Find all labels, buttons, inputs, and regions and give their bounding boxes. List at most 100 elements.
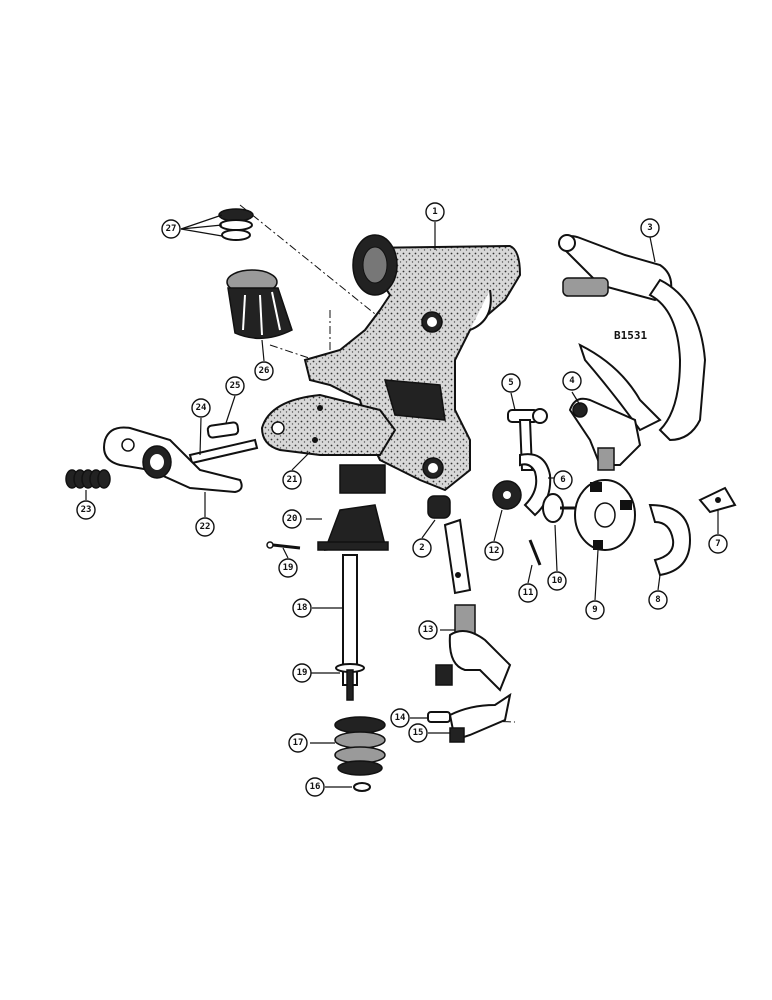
callout-circle [305, 777, 325, 797]
callout-16: 16 [305, 777, 325, 797]
leader-lines [85, 214, 719, 788]
callout-25: 25 [225, 376, 245, 396]
callout-label: 16 [310, 782, 321, 792]
callout-label: 19 [297, 668, 308, 678]
callout-label: 15 [413, 728, 424, 738]
callout-circle [408, 723, 428, 743]
coil-spring [65, 469, 111, 489]
star-wheel [492, 480, 522, 510]
callout-12: 12 [484, 541, 504, 561]
callout-15: 15 [408, 723, 428, 743]
callout-7: 7 [708, 534, 728, 554]
callout-9: 9 [585, 600, 605, 620]
callout-circle [292, 598, 312, 618]
callout-26: 26 [254, 361, 274, 381]
callout-label: 4 [569, 376, 575, 386]
callout-circle [585, 600, 605, 620]
callout-label: 7 [715, 539, 720, 549]
c-cam [648, 503, 692, 577]
callout-circle [708, 534, 728, 554]
small-clip [698, 486, 737, 514]
frame-block [339, 464, 386, 494]
callout-label: 14 [395, 713, 406, 723]
callout-circle [288, 733, 308, 753]
callout-circle [562, 371, 582, 391]
callout-label: 21 [287, 475, 298, 485]
lever-handle [558, 234, 707, 442]
callout-11: 11 [518, 583, 538, 603]
cone-base [317, 504, 389, 551]
notched-disc [574, 479, 636, 551]
bevel-gear [226, 269, 293, 339]
arm-plate [260, 393, 397, 456]
callout-10: 10 [547, 571, 567, 591]
callout-13: 13 [418, 620, 438, 640]
callout-label: 27 [166, 224, 177, 234]
callout-label: 23 [81, 505, 92, 515]
rod-and-sleeve [188, 421, 259, 465]
callout-label: 22 [200, 522, 211, 532]
small-washer [353, 782, 371, 792]
callout-label: 26 [259, 366, 270, 376]
long-shaft [335, 554, 365, 701]
callout-circle [484, 541, 504, 561]
sleeve-shaft [427, 495, 472, 595]
callout-circle [282, 470, 302, 490]
callout-circle [161, 219, 181, 239]
shift-fork-lower [427, 692, 512, 743]
callout-circle [278, 558, 298, 578]
curved-plate [519, 453, 552, 517]
callout-label: 6 [560, 475, 565, 485]
callout-label: 11 [523, 588, 534, 598]
callout-label: 13 [423, 625, 434, 635]
callout-label: 18 [297, 603, 308, 613]
callout-circle [282, 509, 302, 529]
callout-label: 19 [283, 563, 294, 573]
upper-pin [266, 541, 301, 550]
bracket [568, 397, 642, 471]
callout-23: 23 [76, 500, 96, 520]
callout-label: 20 [287, 514, 298, 524]
callout-label: 2 [419, 543, 424, 553]
callout-circle [412, 538, 432, 558]
callout-circle [76, 500, 96, 520]
callout-circle [640, 218, 660, 238]
callout-circle [648, 590, 668, 610]
callout-circle [292, 663, 312, 683]
callout-label: 17 [293, 738, 304, 748]
callout-14: 14 [390, 708, 410, 728]
callout-label: 12 [489, 546, 500, 556]
worm-gear [334, 716, 386, 776]
callout-label: 24 [196, 403, 207, 413]
callout-circle [390, 708, 410, 728]
callout-circle [547, 571, 567, 591]
main-frame-casting [303, 234, 522, 492]
callout-17: 17 [288, 733, 308, 753]
callout-18: 18 [292, 598, 312, 618]
callout-label: 3 [647, 223, 652, 233]
washer-stack [218, 208, 254, 241]
callout-circle [501, 373, 521, 393]
callout-3: 3 [640, 218, 660, 238]
callout-label: 8 [655, 595, 660, 605]
callout-5: 5 [501, 373, 521, 393]
callout-circle [553, 470, 573, 490]
callout-22: 22 [195, 517, 215, 537]
callout-20: 20 [282, 509, 302, 529]
callout-8: 8 [648, 590, 668, 610]
callout-circle [425, 202, 445, 222]
split-pin [528, 539, 542, 566]
rocker-arm [103, 426, 243, 494]
callout-label: 25 [230, 381, 241, 391]
figure-reference: B1531 [614, 329, 647, 342]
callout-label: 5 [508, 378, 513, 388]
callout-circle [191, 398, 211, 418]
callout-2: 2 [412, 538, 432, 558]
callout-6: 6 [553, 470, 573, 490]
callout-label: 9 [592, 605, 597, 615]
callout-27: 27 [161, 219, 181, 239]
callout-1: 1 [425, 202, 445, 222]
callout-19: 19 [292, 663, 312, 683]
callout-circle [254, 361, 274, 381]
callout-label: 1 [432, 207, 437, 217]
